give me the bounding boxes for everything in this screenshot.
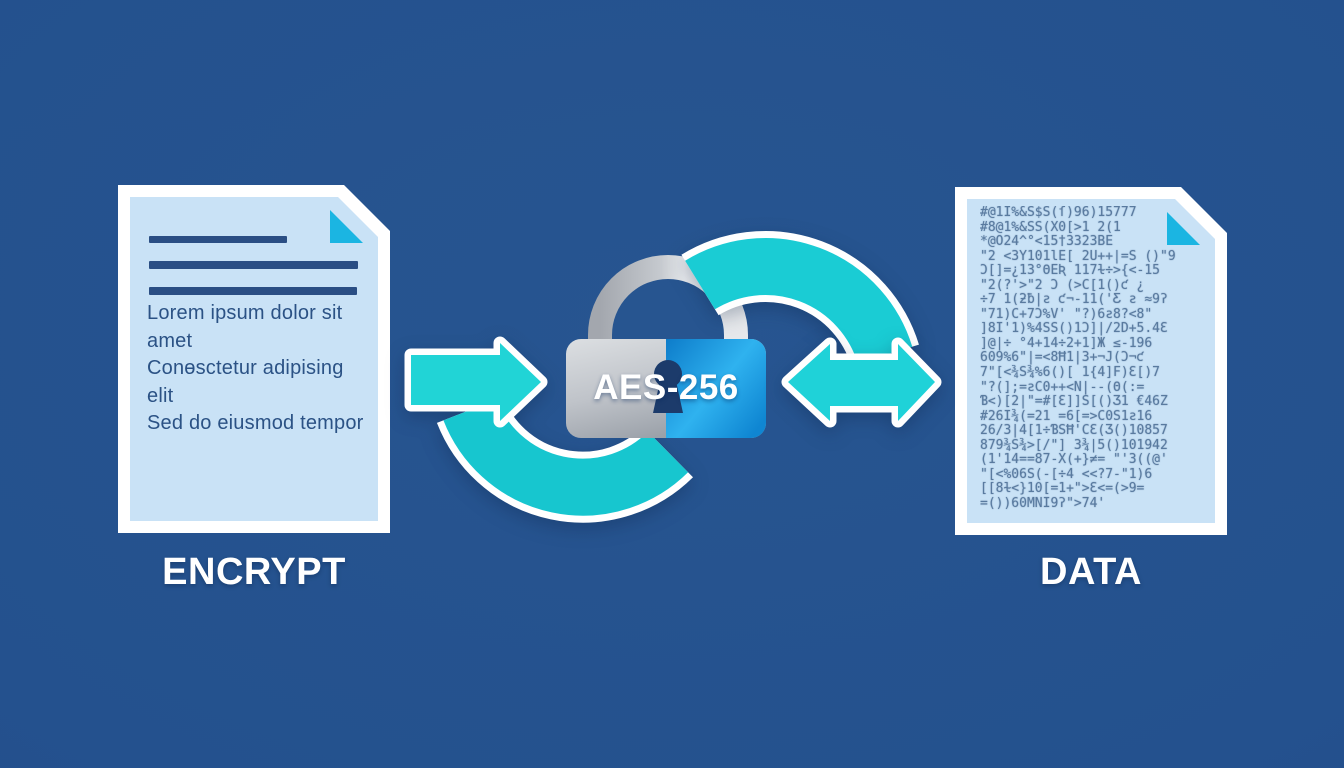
ciphertext-line: [[8ɫ<}10[=1+">Ɛ<=(>9= (980, 481, 1145, 497)
double-arrow-icon (781, 337, 942, 428)
ciphertext-line: ÷7 1(ƻƀ|ƨ ƈ¬-11('Ƹ ƨ ≈9ʔ (980, 292, 1168, 308)
aes-256-label: AES-256 (593, 368, 739, 407)
ciphertext-line: "2 <3Y101lE[ 2U++|=S ()"9 (980, 248, 1176, 264)
text-bar (149, 287, 357, 295)
ciphertext-line: =())60MNI9ʔ">74' (980, 495, 1106, 511)
plaintext-page: Lorem ipsum dolor sit amet Conɵsctetur a… (130, 197, 378, 521)
ciphertext-line: Ɓ<)[2|"=#[Ɛ]]S[()Ʒ1 €46Z (980, 394, 1168, 410)
plaintext-line: Conɵsctetur adipising elit (147, 357, 344, 407)
ciphertext-document: #@1I%&S$S(ſ)96)15777 #8@1%&SS(X0[>1 2(1 … (955, 187, 1227, 535)
ciphertext-line: #8@1%&SS(X0[>1 2(1 (980, 219, 1121, 235)
ciphertext-line: "[<%06S(-[÷4 <<?7-"1)6 (980, 466, 1153, 482)
text-bar (149, 236, 287, 243)
ciphertext-line: *@O24^°<15†3323BE (980, 234, 1114, 250)
ciphertext-line: 879¾S¾>[/"] 3¾|5()101942 (980, 437, 1168, 453)
plaintext-line: Sed do eiusmod tempor (147, 412, 364, 434)
plaintext-body: Lorem ipsum dolor sit amet Conɵsctetur a… (147, 300, 370, 438)
cycle-arrow-right-icon (681, 231, 919, 367)
ciphertext-line: "71)C+7Ɔ%V' "?)6ƨ8?<8" (980, 306, 1153, 322)
ciphertext-line: ]@|÷ °4+14÷2+1]Ж ≤-196 (980, 335, 1153, 351)
plaintext-document: Lorem ipsum dolor sit amet Conɵsctetur a… (118, 185, 390, 533)
ciphertext-line: "2(?'>"2 Ɔ (>C[1()ƈ ¿ (980, 277, 1145, 293)
ciphertext-line: #@1I%&S$S(ſ)96)15777 (980, 206, 1137, 220)
cycle-arrow-left-icon (404, 336, 693, 523)
encrypt-label: ENCRYPT (162, 551, 346, 593)
ciphertext-line: 7"[<¾S¾%6()[ 1{4]F)Ɛ[)7 (980, 365, 1161, 381)
data-label: DATA (1040, 551, 1142, 593)
text-bar (149, 261, 358, 269)
ciphertext-line: 609%6"|=<8Ħ1|3+¬J(Ɔ¬ƈ (980, 350, 1145, 366)
lock-shackle (588, 255, 748, 345)
ciphertext-line: (1'14==87-X(+}≠= "'3((@' (980, 452, 1168, 468)
ciphertext-line: Ɔ[]=¿13°ΘEƦ 117ɫ÷>{<-15 (980, 263, 1161, 279)
cycle-arrow-left-band (443, 398, 689, 516)
ciphertext-line: #26I¾(=21 =6[=>C0S1ƨ16 (980, 408, 1153, 424)
lock-body-blue (666, 339, 766, 438)
arrow-right-icon (404, 336, 548, 428)
lock-icon (566, 339, 766, 438)
ciphertext-line: 26/3|4[1÷ƁSĦ'CƐ(Ʒ()10857 (980, 423, 1168, 439)
cycle-arrow-right-band (685, 238, 913, 365)
ciphertext-page: #@1I%&S$S(ſ)96)15777 #8@1%&SS(X0[>1 2(1 … (967, 199, 1215, 523)
plaintext-line: Lorem ipsum dolor sit amet (147, 302, 343, 352)
ciphertext-line: ]8I'1)%4SS()1Ɔ]|/2D+5.4Ɛ (980, 321, 1168, 337)
ciphertext-body: #@1I%&S$S(ſ)96)15777 #8@1%&SS(X0[>1 2(1 … (980, 206, 1213, 511)
keyhole-icon (653, 360, 683, 413)
ciphertext-line: "?(];=ƨC0++<N|--(Θ(:= (980, 379, 1145, 395)
